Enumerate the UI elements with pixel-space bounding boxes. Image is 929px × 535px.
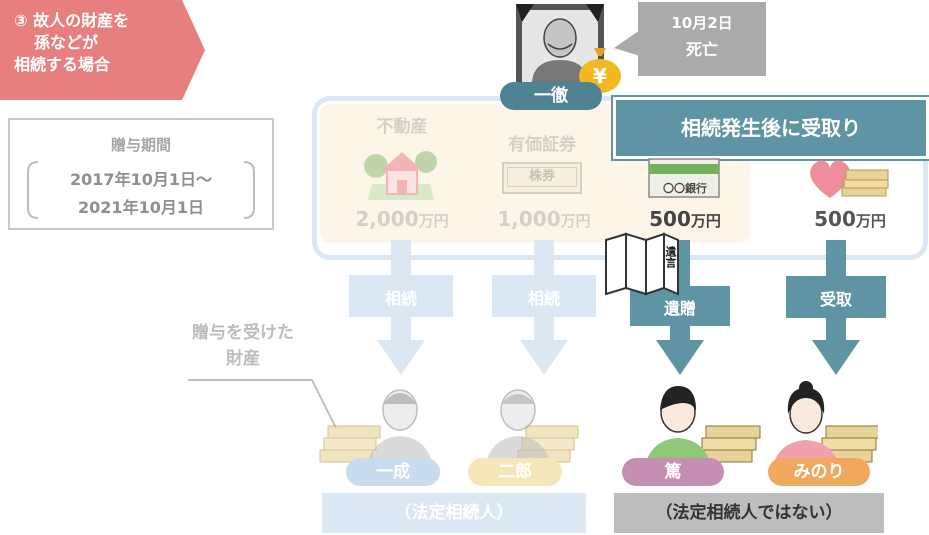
heart-money-icon	[810, 160, 889, 198]
arrow-label-box-2	[492, 275, 596, 317]
arrow-label-inherit-2: 相続	[527, 289, 560, 308]
receive-after-inheritance-box: 相続発生後に受取り	[613, 97, 929, 159]
receive-after-inheritance-text: 相続発生後に受取り	[681, 116, 861, 140]
gift-property-leader-line	[188, 379, 337, 429]
banner-line-2: 孫などが	[34, 33, 99, 52]
stock-certificate-tag: 株券	[507, 167, 577, 187]
banner-line-1: ③ 故人の財産を	[14, 11, 130, 30]
stock-certificate-icon: 株券	[502, 162, 582, 194]
will-label: 遺言	[664, 246, 677, 268]
bank-passbook-tag: 〇〇銀行	[663, 182, 707, 195]
heir-name-3: 篤	[622, 458, 724, 486]
asset-name-real-estate: 不動産	[376, 117, 428, 137]
gift-property-label-1: 贈与を受けた	[192, 323, 294, 343]
heir-name-4: みのり	[768, 458, 870, 486]
asset-value-bank: 500万円	[649, 207, 721, 231]
non-legal-heirs-group: （法定相続人ではない）	[614, 493, 884, 533]
house-icon	[364, 151, 437, 200]
deceased-name: 一徹	[500, 82, 602, 110]
deceased-portrait-icon	[516, 4, 604, 86]
banner-text: ③ 故人の財産を 孫などが 相続する場合	[14, 10, 194, 76]
callout-pointer	[614, 30, 640, 56]
banner-arrow-shape	[0, 0, 205, 100]
arrow-label-box-1	[349, 275, 453, 317]
legal-heirs-label: （法定相続人）	[394, 503, 514, 523]
heir-portraits	[319, 381, 878, 472]
non-legal-heirs-label: （法定相続人ではない）	[655, 503, 843, 523]
arrow-label-inherit-1: 相続	[384, 289, 417, 308]
asset-value-other: 500万円	[814, 207, 886, 231]
gift-period-box: 贈与期間 2017年10月1日〜 2021年10月1日	[8, 118, 274, 230]
asset-name-securities: 有価証券	[508, 135, 576, 155]
legal-heirs-group: （法定相続人）	[322, 493, 586, 533]
yen-symbol: ¥	[593, 64, 607, 88]
arrow-label-receive: 受取	[819, 290, 852, 309]
asset-value-securities: 1,000万円	[497, 207, 591, 231]
gift-period-title: 贈与期間	[110, 136, 171, 154]
asset-value-real-estate: 2,000万円	[355, 207, 449, 231]
will-document-icon	[605, 232, 679, 296]
arrow-label-box-4	[786, 276, 886, 318]
death-date: 10月2日	[671, 14, 733, 32]
gift-property-label-2: 財産	[226, 349, 260, 369]
arrow-label-bequest: 遺贈	[663, 299, 696, 318]
bracket-shape	[27, 161, 255, 219]
bank-passbook-icon	[648, 158, 720, 198]
banner-line-3: 相続する場合	[14, 55, 111, 74]
death-callout: 10月2日 死亡	[638, 2, 766, 76]
death-label: 死亡	[685, 40, 718, 59]
heir-name-1: 一成	[346, 458, 440, 486]
gift-period-to: 2021年10月1日	[78, 198, 204, 217]
heir-name-2: 二郎	[468, 458, 562, 486]
money-stack-icon-1	[319, 425, 381, 463]
gift-period-from: 2017年10月1日〜	[70, 170, 212, 189]
scenario-banner: ③ 故人の財産を 孫などが 相続する場合	[0, 0, 205, 100]
